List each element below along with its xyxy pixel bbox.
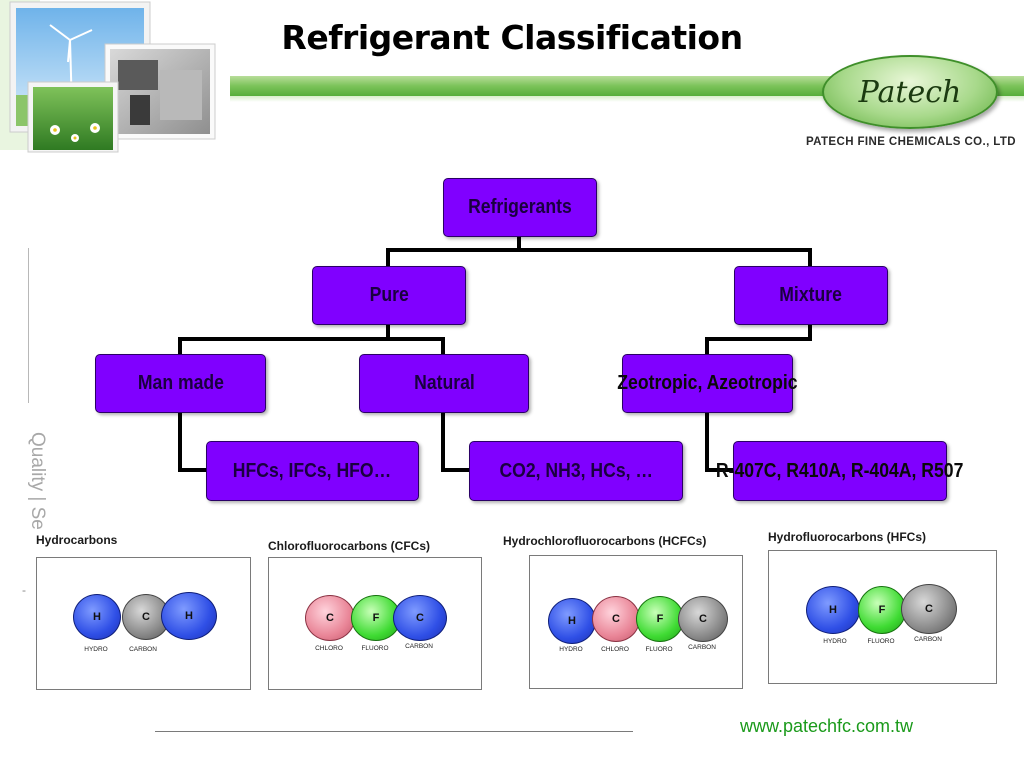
website-link[interactable]: www.patechfc.com.tw [740, 716, 914, 736]
photo-collage-image [0, 0, 230, 158]
node-natural: Natural [359, 354, 529, 413]
atom-h-icon: H [73, 594, 121, 640]
atom-symbol: F [372, 612, 380, 624]
atom-chloro-icon: C [592, 596, 640, 642]
molecule-panel-hfcs: H F C HYDRO FLUORO CARBON [768, 550, 997, 684]
company-name: PATECH FINE CHEMICALS CO., LTD [805, 136, 1016, 148]
molecule-title-hcfcs: Hydrochlorofluorocarbons (HCFCs) [503, 534, 707, 548]
patech-logo: Patech [822, 55, 998, 129]
atom-caption: HYDRO [823, 638, 847, 645]
node-natural-label: Natural [413, 372, 475, 394]
atom-fluoro-icon: F [636, 596, 684, 642]
node-co2: CO2, NH3, HCs, … [469, 441, 683, 501]
atom-carbon-icon: C [678, 596, 728, 642]
atom-caption: FLUORO [645, 646, 673, 653]
node-blends: R-407C, R410A, R-404A, R507 [716, 441, 964, 501]
atom-h-icon: H [161, 592, 217, 640]
atom-symbol: H [829, 604, 837, 616]
atom-caption: HYDRO [559, 646, 583, 653]
node-co2-label: CO2, NH3, HCs, … [499, 459, 653, 482]
page-title: Refrigerant Classification [281, 18, 743, 57]
atom-caption: CHLORO [601, 646, 629, 653]
atom-caption: CARBON [405, 643, 433, 650]
atom-caption: FLUORO [867, 638, 895, 645]
node-hfcs-label: HFCs, IFCs, HFO… [233, 459, 392, 482]
molecule-panel-hydrocarbons: H C H HYDRO CARBON [36, 557, 251, 690]
atom-symbol: C [416, 612, 424, 624]
atom-symbol: H [185, 610, 193, 622]
atom-chloro-icon: C [305, 595, 355, 641]
node-pure: Pure [312, 266, 466, 325]
atom-symbol: F [878, 604, 886, 616]
node-mixture-label: Mixture [779, 284, 843, 306]
node-refrigerants: Refrigerants [443, 178, 597, 237]
logo-text: Patech [858, 74, 962, 110]
node-hfcs: HFCs, IFCs, HFO… [206, 441, 419, 501]
atom-h-icon: H [548, 598, 596, 644]
atom-caption: CARBON [914, 636, 942, 643]
molecule-title-hydrocarbons: Hydrocarbons [36, 533, 118, 547]
atom-symbol: C [925, 603, 933, 615]
side-divider [28, 248, 29, 403]
atom-fluoro-icon: F [351, 595, 401, 641]
node-man-made: Man made [95, 354, 266, 413]
header-green-band [0, 76, 1024, 98]
atom-caption: CHLORO [315, 645, 343, 652]
node-blends-label: R-407C, R410A, R-404A, R507 [716, 459, 964, 482]
atom-symbol: F [656, 613, 664, 625]
node-mixture: Mixture [734, 266, 888, 325]
molecule-panel-hcfcs: H C F C HYDRO CHLORO FLUORO CARBON [529, 555, 743, 689]
atom-caption: FLUORO [361, 645, 389, 652]
atom-h-icon: H [806, 586, 860, 634]
atom-symbol: H [568, 615, 576, 627]
footer-divider [155, 731, 633, 732]
molecule-title-hfcs: Hydrofluorocarbons (HFCs) [768, 530, 927, 544]
atom-symbol: H [93, 611, 101, 623]
atom-caption: HYDRO [84, 646, 108, 653]
side-vertical-label: Quality | Se [27, 432, 48, 530]
molecule-panel-cfcs: C F C CHLORO FLUORO CARBON [268, 557, 482, 690]
atom-symbol: C [326, 612, 334, 624]
node-refrigerants-label: Refrigerants [468, 196, 572, 218]
node-zeotropic-label: Zeotropic, Azeotropic [617, 372, 798, 394]
node-man-made-label: Man made [137, 372, 224, 394]
atom-symbol: C [699, 613, 707, 625]
header-band-fade [0, 96, 1024, 102]
atom-symbol: C [612, 613, 620, 625]
atom-caption: CARBON [688, 644, 716, 651]
atom-carbon-icon: C [393, 595, 447, 641]
molecule-title-cfcs: Chlorofluorocarbons (CFCs) [268, 539, 430, 553]
node-pure-label: Pure [369, 284, 409, 306]
node-zeotropic-azeotropic: Zeotropic, Azeotropic [617, 354, 798, 413]
atom-caption: CARBON [129, 646, 157, 653]
atom-symbol: C [142, 611, 150, 623]
side-mark: - [22, 583, 26, 597]
atom-carbon-icon: C [901, 584, 957, 634]
atom-fluoro-icon: F [858, 586, 906, 634]
